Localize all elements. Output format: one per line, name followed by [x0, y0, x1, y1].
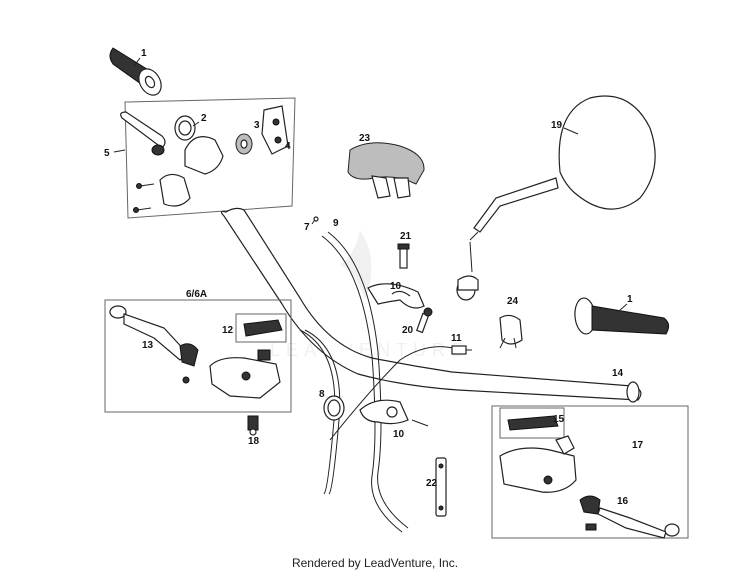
master-cylinder-right[interactable]	[499, 435, 577, 493]
callout-7: 7	[304, 222, 310, 233]
bolt-21[interactable]	[397, 243, 410, 269]
callout-20: 20	[402, 325, 414, 336]
handlebar-clamp-lower[interactable]	[359, 399, 429, 427]
callout-2: 2	[201, 113, 207, 124]
cable-adjuster-11[interactable]	[451, 345, 472, 355]
callout-12: 12	[222, 325, 234, 336]
switch-housing[interactable]	[347, 142, 425, 199]
rear-view-mirror[interactable]	[469, 95, 656, 241]
callout-9: 9	[333, 218, 339, 229]
throttle-cover[interactable]	[261, 105, 289, 155]
callout-21: 21	[400, 231, 412, 242]
mirror-mount-clamp[interactable]	[456, 241, 479, 301]
throttle-housing[interactable]	[159, 136, 224, 207]
kill-switch[interactable]	[499, 314, 523, 349]
bolt-20[interactable]	[415, 307, 433, 334]
callout-11: 11	[451, 333, 462, 344]
clutch-assembly-frame	[491, 405, 689, 539]
callout-1-right: 1	[627, 294, 633, 305]
grip-left[interactable]	[109, 47, 166, 99]
lever-13[interactable]	[109, 305, 199, 384]
grip-right[interactable]	[573, 297, 670, 335]
callout-19: 19	[551, 120, 563, 131]
callout-24: 24	[507, 296, 519, 307]
callout-1-top: 1	[141, 48, 147, 59]
callout-4: 4	[285, 141, 291, 152]
master-cylinder-left[interactable]	[209, 349, 281, 399]
handlebar[interactable]	[220, 207, 642, 403]
lever-16[interactable]	[579, 495, 680, 539]
callout-22: 22	[426, 478, 438, 489]
footer-credit: Rendered by LeadVenture, Inc.	[291, 556, 459, 570]
callout-14: 14	[612, 368, 624, 379]
reservoir-cap-12[interactable]	[235, 313, 287, 343]
bracket-22[interactable]	[435, 457, 447, 517]
reservoir-cap-15[interactable]	[499, 407, 565, 439]
callout-17: 17	[632, 440, 644, 451]
callout-10-top: 10	[390, 281, 402, 292]
callout-23: 23	[359, 133, 371, 144]
throttle-screws[interactable]	[133, 183, 155, 213]
throttle-assembly-frame	[124, 97, 296, 219]
cable-pulley[interactable]	[235, 133, 253, 155]
front-brake-assembly-frame	[104, 299, 292, 413]
cable-guide-ring[interactable]	[174, 115, 196, 141]
callout-6-6a: 6/6A	[186, 289, 207, 300]
callout-3: 3	[254, 120, 260, 131]
callout-16: 16	[617, 496, 629, 507]
throttle-tube[interactable]	[120, 111, 166, 156]
callout-8: 8	[319, 389, 325, 400]
handlebar-clamp-upper[interactable]	[367, 283, 425, 309]
callout-18: 18	[248, 436, 260, 447]
callout-10-bottom: 10	[393, 429, 405, 440]
banjo-bolt-18[interactable]	[247, 415, 259, 436]
callout-13: 13	[142, 340, 154, 351]
clamp-ring-8[interactable]	[323, 395, 345, 421]
callout-15: 15	[553, 414, 565, 425]
callout-5: 5	[104, 148, 110, 159]
